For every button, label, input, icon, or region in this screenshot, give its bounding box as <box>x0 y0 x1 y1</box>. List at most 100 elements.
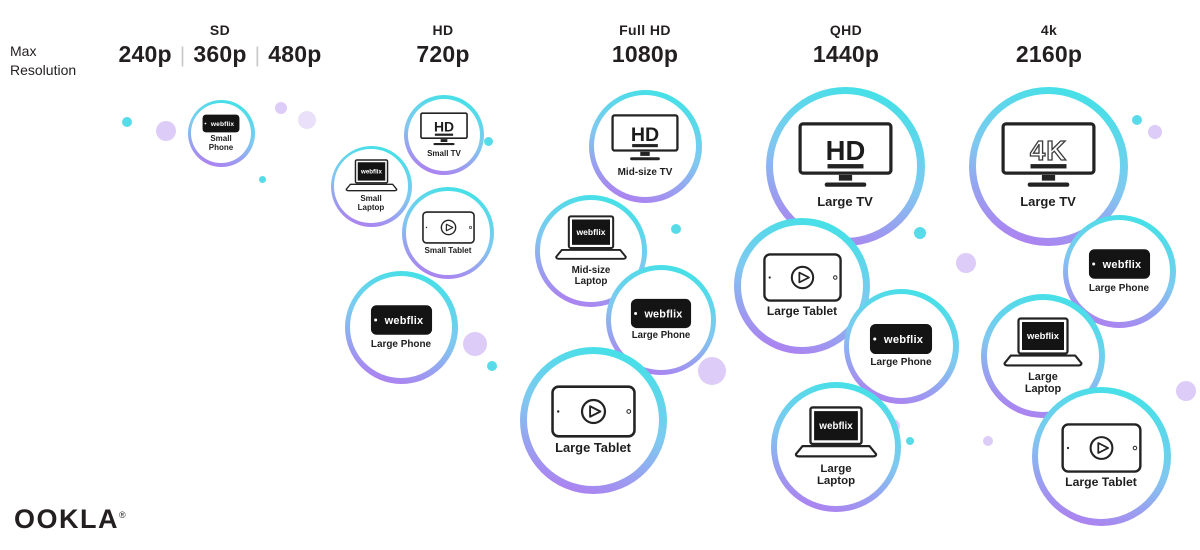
tablet-play-icon <box>421 211 475 244</box>
decorative-dot <box>906 437 914 445</box>
decorative-dot <box>298 111 316 129</box>
resolution-part: 720p <box>416 41 470 67</box>
device-bubble: HD Mid-size TV <box>588 89 702 203</box>
resolution-part: 2160p <box>1015 41 1083 67</box>
separator: | <box>254 44 261 67</box>
device-label: Large Tablet <box>555 439 631 455</box>
resolution-part: 240p <box>118 41 172 67</box>
column-header: HD 720p <box>416 22 469 68</box>
tablet-play-icon <box>550 385 636 438</box>
webflix-phone-icon: webflix <box>630 298 692 329</box>
max-resolution-line1: Max <box>10 43 37 59</box>
device-icon-wrap: webflix <box>553 215 629 262</box>
decorative-dot <box>671 224 681 234</box>
device-bubble: Large Tablet <box>519 346 667 494</box>
column-header: SD 240p | 360p | 480p <box>118 22 321 68</box>
device-icon-wrap: HD <box>611 114 679 164</box>
device-icon-wrap: 4K <box>1000 122 1096 192</box>
webflix-phone-icon: webflix <box>869 324 933 355</box>
device-icon-wrap: webflix <box>344 159 399 193</box>
device-icon-wrap <box>421 211 475 244</box>
device-bubble-fill: HD Mid-size TV <box>593 94 697 198</box>
decorative-dot <box>463 332 487 356</box>
device-bubble: Large Tablet <box>1031 386 1171 526</box>
device-icon-wrap <box>550 385 636 438</box>
group-label: 4k <box>1040 22 1058 38</box>
device-label: Large Laptop <box>1024 371 1062 396</box>
device-label: Large Tablet <box>766 304 838 319</box>
device-icon-wrap: webflix <box>1088 248 1151 280</box>
group-label: SD <box>209 22 231 38</box>
webflix-phone-icon: webflix <box>1088 249 1150 280</box>
svg-text:webflix: webflix <box>576 227 606 237</box>
device-label: Small TV <box>427 148 461 158</box>
decorative-dot <box>698 357 726 385</box>
device-label: Small Tablet <box>424 245 472 255</box>
device-label: Large Tablet <box>1065 474 1137 489</box>
max-resolution-line2: Resolution <box>10 61 77 78</box>
webflix-laptop-icon: webflix <box>1003 316 1083 367</box>
group-label: QHD <box>829 22 863 38</box>
tv-hd-icon: HD <box>611 114 679 161</box>
group-label: Full HD <box>619 22 671 38</box>
decorative-dot <box>487 361 497 371</box>
decorative-dot <box>258 175 266 183</box>
device-bubble-fill: Small Tablet <box>406 191 490 275</box>
resolution-value: 1440p <box>813 41 879 67</box>
webflix-laptop-icon: webflix <box>555 215 627 261</box>
separator: | <box>179 44 186 67</box>
device-bubble-fill: Large Tablet <box>526 353 660 487</box>
svg-text:webflix: webflix <box>1101 259 1141 271</box>
decorative-dot <box>275 102 287 114</box>
device-icon-wrap: webflix <box>630 298 692 329</box>
device-icon-wrap: webflix <box>792 406 880 460</box>
tv-4k-icon: 4K <box>1000 122 1096 187</box>
device-label: Large Phone <box>1088 282 1150 294</box>
device-label: Large Phone <box>631 330 691 342</box>
device-icon-wrap <box>762 253 842 303</box>
device-icon-wrap <box>1060 423 1142 473</box>
decorative-dot <box>983 436 993 446</box>
decorative-dot <box>914 227 926 239</box>
resolution-part: 360p <box>193 41 247 67</box>
svg-text:HD: HD <box>434 118 454 134</box>
resolution-value: 720p <box>416 41 469 67</box>
svg-text:webflix: webflix <box>643 309 682 321</box>
resolution-part: 480p <box>268 41 322 67</box>
tv-hd-icon: HD <box>420 111 468 145</box>
decorative-dot <box>1176 381 1196 401</box>
resolution-value: 1080p <box>612 41 678 67</box>
device-label: Small Laptop <box>357 194 385 212</box>
device-label: Large Laptop <box>816 462 856 488</box>
tablet-play-icon <box>762 253 842 303</box>
resolution-value: 2160p <box>1016 41 1082 67</box>
ookla-logo-text: OOKLA <box>14 504 119 534</box>
ookla-logo: OOKLA® <box>14 504 126 535</box>
tablet-play-icon <box>1060 423 1142 473</box>
device-icon-wrap: webflix <box>869 323 933 355</box>
device-icon-wrap: webflix <box>1001 316 1085 369</box>
device-bubble-fill: HD Small TV <box>407 98 481 172</box>
device-label: Mid-size TV <box>617 166 673 178</box>
svg-text:webflix: webflix <box>360 169 382 176</box>
svg-text:webflix: webflix <box>383 315 423 327</box>
column-header: QHD 1440p <box>813 22 879 68</box>
device-icon-wrap: HD <box>797 122 893 192</box>
device-bubble: Small Tablet <box>402 187 494 279</box>
webflix-laptop-icon: webflix <box>345 159 397 192</box>
group-label: HD <box>432 22 454 38</box>
svg-text:4K: 4K <box>1030 135 1067 166</box>
resolution-part: 1080p <box>611 41 679 67</box>
